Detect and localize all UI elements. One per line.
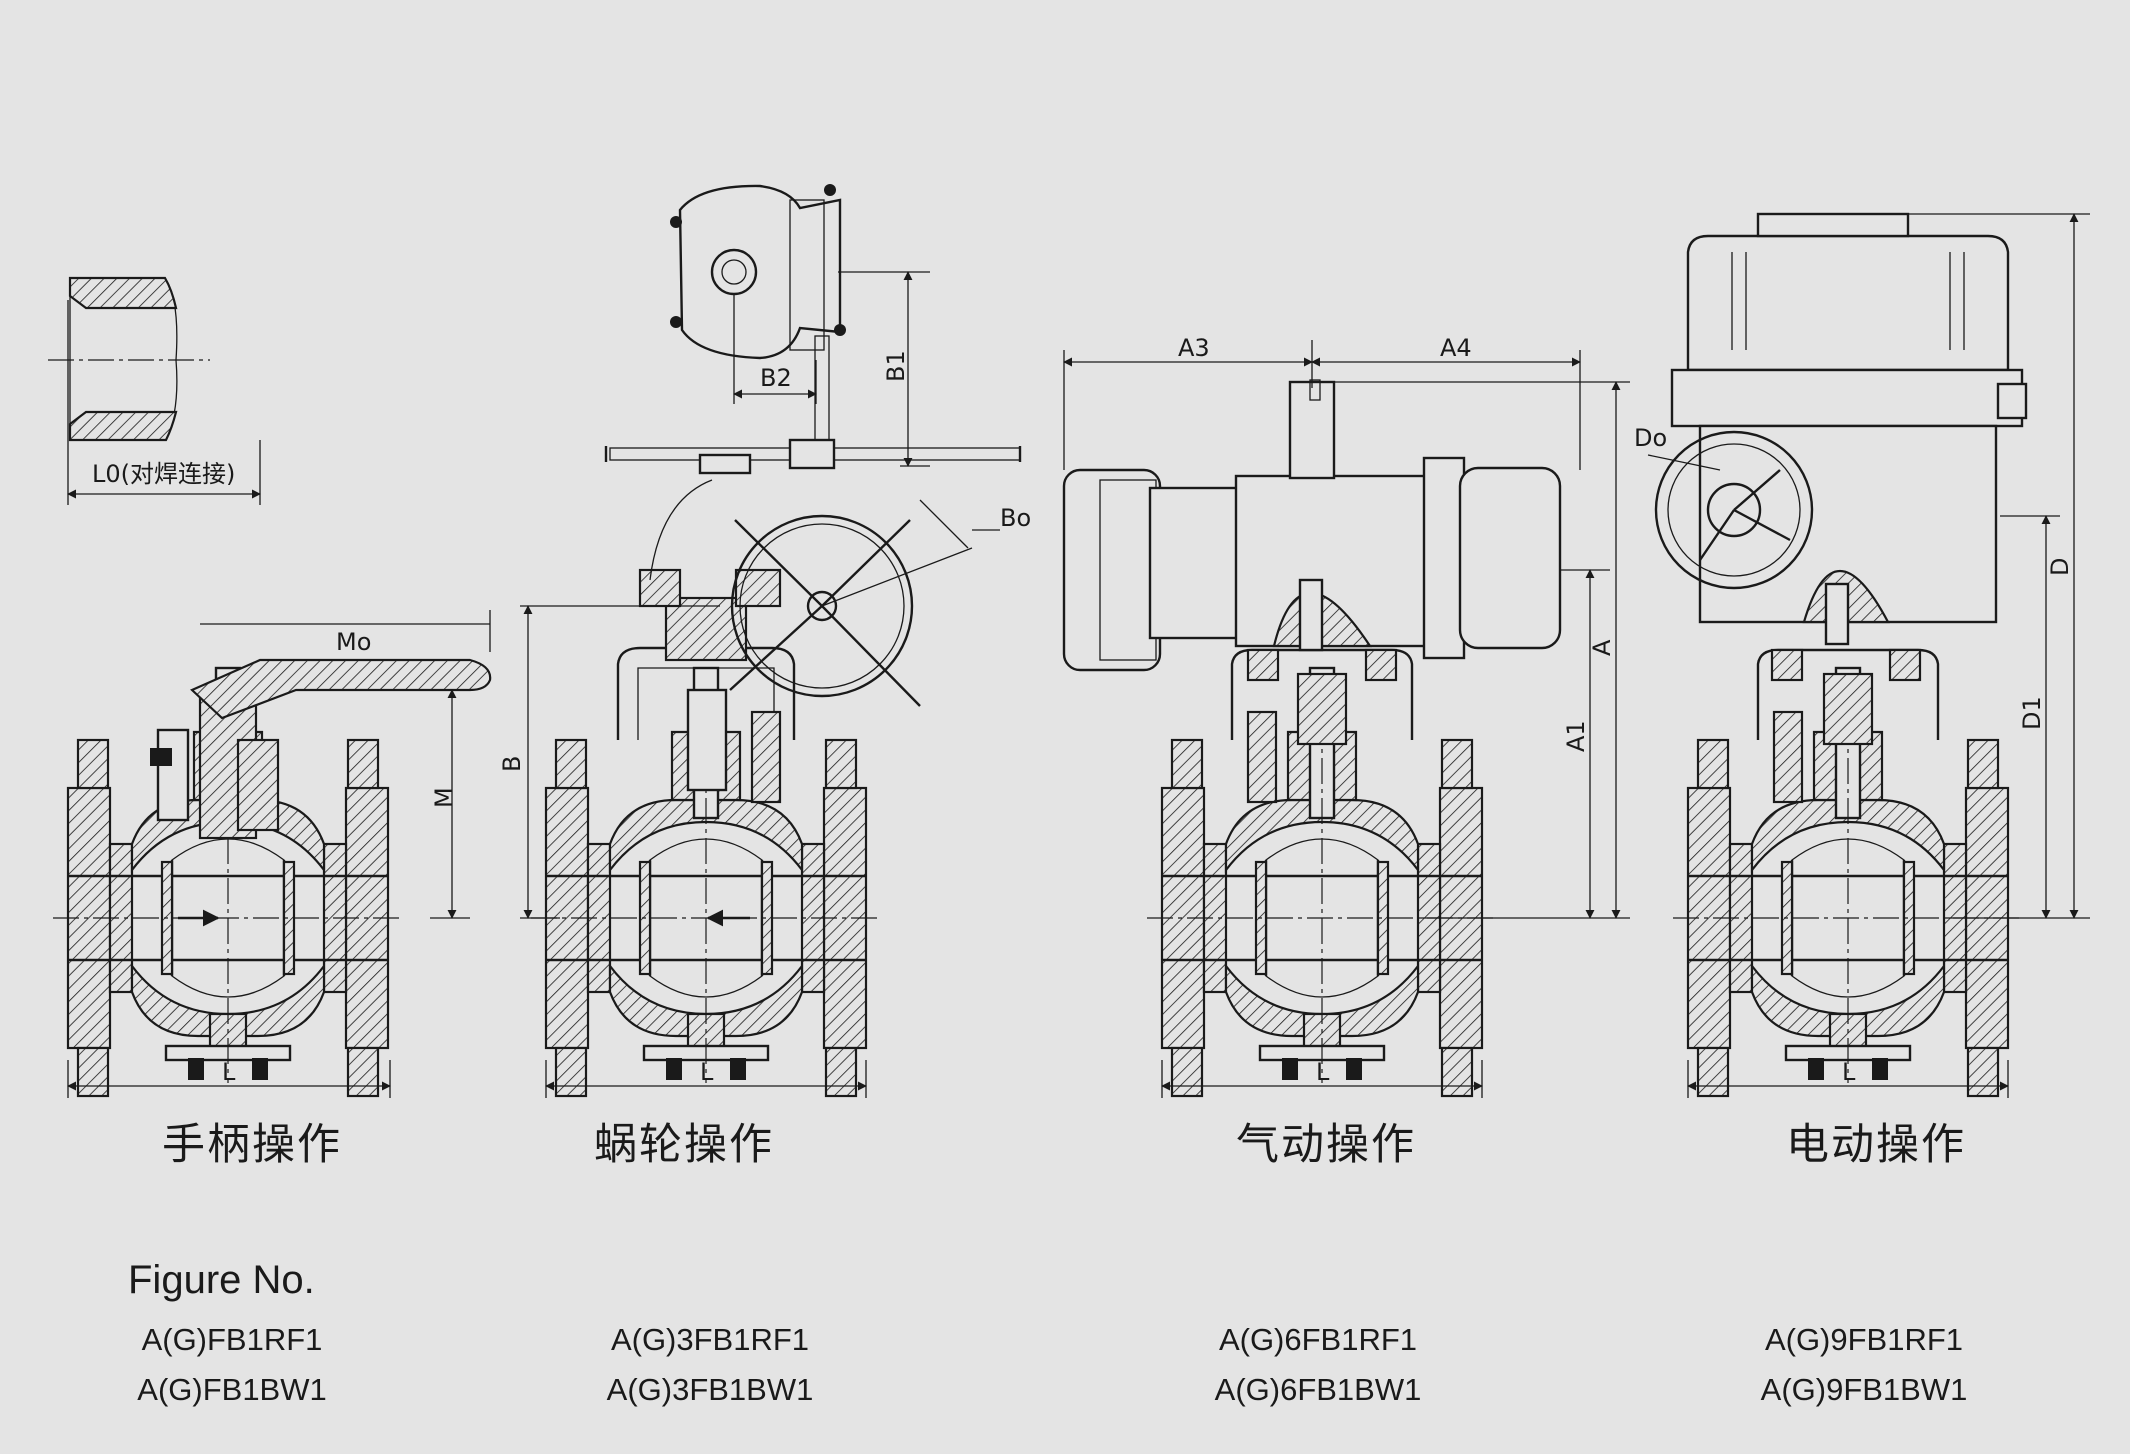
dim-Bo-label: Bo [1000,504,1031,532]
dim-butt-weld-label: L0(对焊连接) [92,460,235,488]
butt-weld-detail [48,276,261,505]
dim-A-label: A [1588,639,1616,656]
dim-Do-label: Do [1634,424,1667,452]
dim-D-label: D [2046,558,2074,576]
figure-worm-bw: A(G)3FB1BW1 [606,1372,814,1407]
figure-manual-rf: A(G)FB1RF1 [141,1322,323,1357]
dim-Mo-label: Mo [336,628,371,656]
dim-B1-label: B1 [882,350,910,382]
dim-L-label-worm: L [700,1058,714,1086]
dim-D1-label: D1 [2018,696,2046,730]
caption-pneumatic: 气动操作 [1236,1120,1416,1170]
pneumatic-valve [1062,340,1630,1098]
dim-A3-label: A3 [1178,334,1210,362]
dim-A1-label: A1 [1562,720,1590,752]
dim-B-label: B [498,756,526,772]
figure-manual-bw: A(G)FB1BW1 [137,1372,327,1407]
figure-pneumatic-rf: A(G)6FB1RF1 [1218,1322,1418,1357]
dim-B2-label: B2 [760,364,792,392]
dim-A4-label: A4 [1440,334,1472,362]
figure-electric-rf: A(G)9FB1RF1 [1764,1322,1964,1357]
dim-L-label-electric: L [1842,1058,1856,1086]
worm-gear-valve [520,184,1022,1098]
caption-electric: 电动操作 [1786,1120,1966,1170]
dim-M-label: M [430,787,458,808]
dim-L-label-manual: L [222,1058,236,1086]
figure-worm-rf: A(G)3FB1RF1 [610,1322,810,1357]
figure-electric-bw: A(G)9FB1BW1 [1760,1372,1968,1407]
manual-valve [51,610,492,1098]
dim-L-label-pneumatic: L [1316,1058,1330,1086]
figure-pneumatic-bw: A(G)6FB1BW1 [1214,1372,1422,1407]
caption-manual: 手柄操作 [162,1120,342,1170]
figure-heading: Figure No. [128,1258,315,1302]
caption-worm-gear: 蜗轮操作 [594,1120,774,1170]
electric-valve [1647,212,2090,1098]
